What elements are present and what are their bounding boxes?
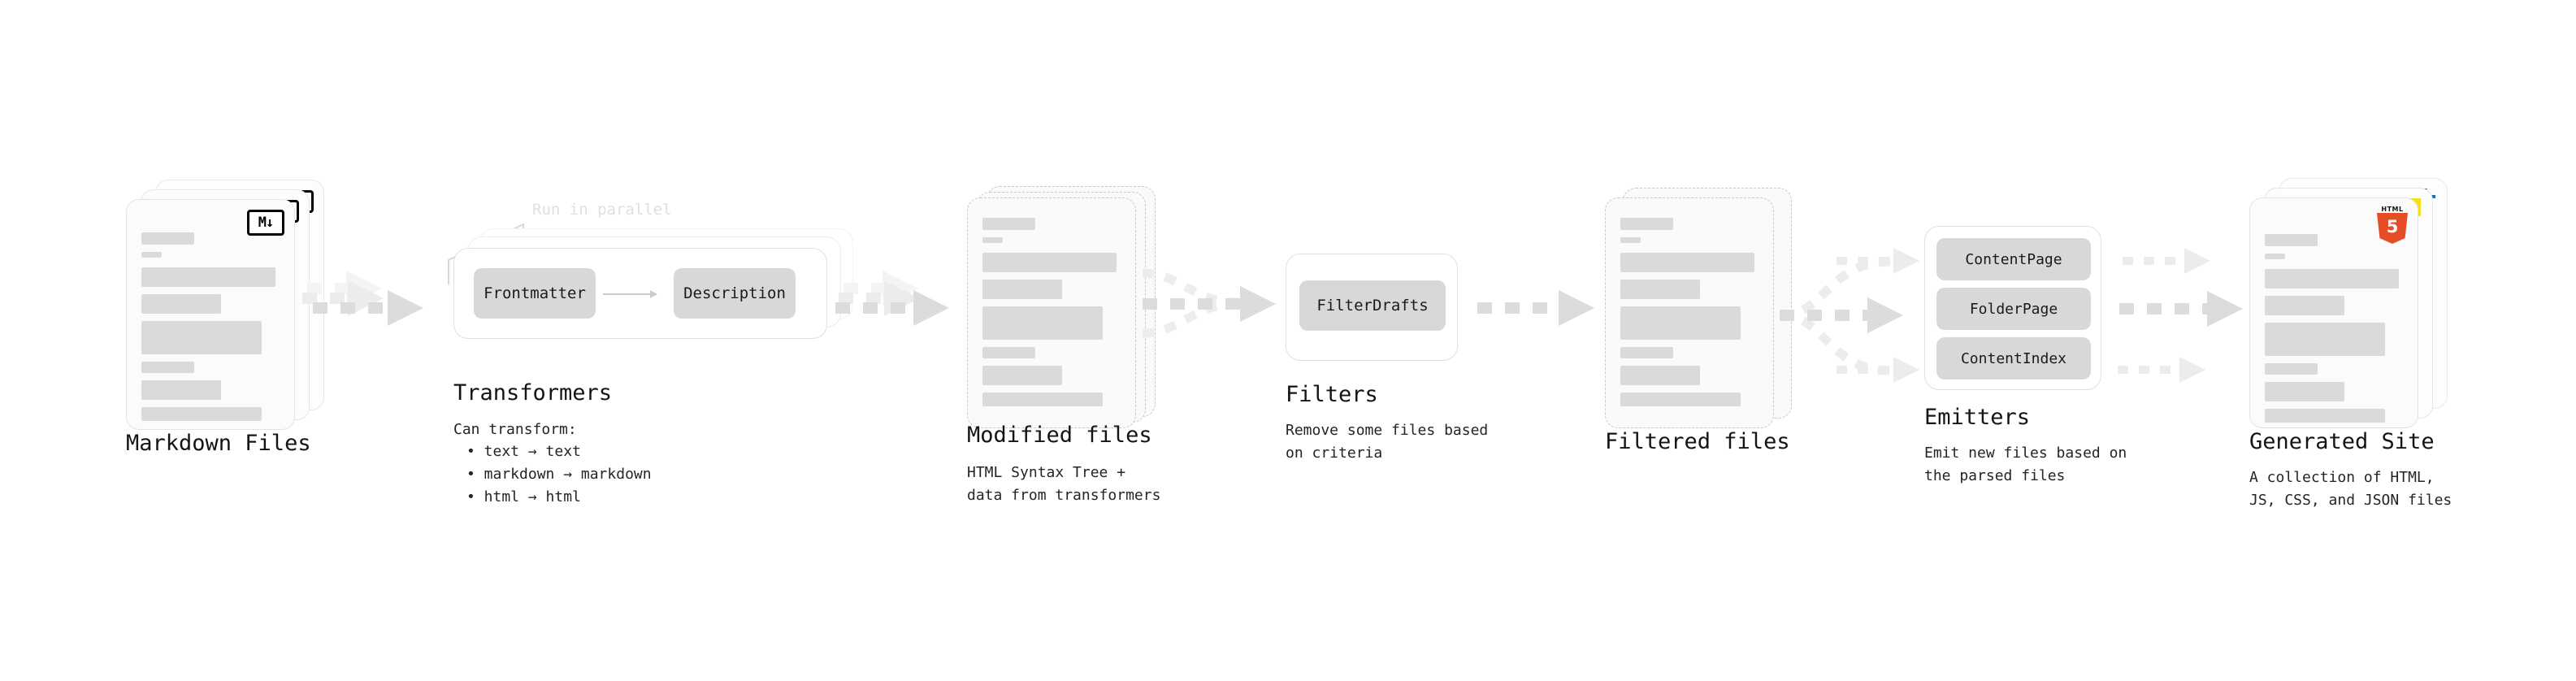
transformer-chip-description[interactable]: Description [674, 268, 796, 319]
transformers-bullet-0: • text → text [466, 443, 581, 460]
html-file-card: HTML [2249, 197, 2418, 428]
transformer-chip-frontmatter[interactable]: Frontmatter [474, 268, 596, 319]
modified-files-subtitle: HTML Syntax Tree + data from transformer… [967, 464, 1161, 504]
page-title-filters: Filters [1286, 382, 1378, 407]
connector-arrow [1837, 248, 1931, 274]
file-skeleton-content [141, 232, 283, 428]
connector-arrow [835, 290, 949, 326]
connector-arrow-split [1780, 257, 1891, 375]
file-skeleton-content [982, 218, 1124, 414]
page-title-generated-site: Generated Site [2249, 429, 2435, 454]
run-in-parallel-label: Run in parallel [532, 201, 672, 219]
transformer-panel-front: Frontmatter Description [453, 248, 827, 339]
connector-arrow [1780, 297, 1910, 333]
emitters-panel: ContentPage FolderPage ContentIndex [1924, 226, 2101, 390]
page-title-markdown-files: Markdown Files [126, 431, 311, 456]
emitter-chip-contentpage[interactable]: ContentPage [1936, 238, 2091, 280]
connector-arrow-merge [1142, 268, 1238, 338]
page-title-modified-files: Modified files [967, 423, 1152, 448]
connector-arrow [1837, 357, 1931, 383]
connector-arrow [1477, 290, 1599, 326]
filters-subtitle: Remove some files based on criteria [1286, 422, 1489, 462]
emitters-subtitle: Emit new files based on the parsed files [1924, 445, 2127, 484]
file-skeleton-content [1620, 218, 1762, 414]
transformers-subtitle: Can transform: [453, 421, 577, 438]
emitter-chip-folderpage[interactable]: FolderPage [1936, 288, 2091, 330]
page-title-filtered-files: Filtered files [1605, 429, 1790, 454]
page-title-emitters: Emitters [1924, 405, 2031, 430]
connector-arrow [2123, 248, 2223, 274]
filters-panel: FilterDrafts [1286, 254, 1458, 361]
transformers-bullet-1: • markdown → markdown [466, 466, 652, 483]
connector-arrow [2118, 357, 2218, 383]
connector-arrow [313, 290, 427, 326]
generated-site-subtitle: A collection of HTML, JS, CSS, and JSON … [2249, 469, 2452, 509]
transformers-bullet-2: • html → html [466, 488, 581, 505]
emitter-chip-contentindex[interactable]: ContentIndex [1936, 337, 2091, 380]
file-skeleton-content [2265, 234, 2406, 430]
page-title-transformers: Transformers [453, 380, 613, 406]
filter-chip-filterdrafts[interactable]: FilterDrafts [1299, 280, 1446, 331]
markdown-badge-icon: M↓ [247, 210, 284, 236]
connector-arrow [1143, 286, 1281, 322]
html5-icon: HTML [2377, 206, 2408, 244]
markdown-file-card-front: M↓ [126, 199, 295, 430]
connector-arrow [2119, 291, 2249, 327]
